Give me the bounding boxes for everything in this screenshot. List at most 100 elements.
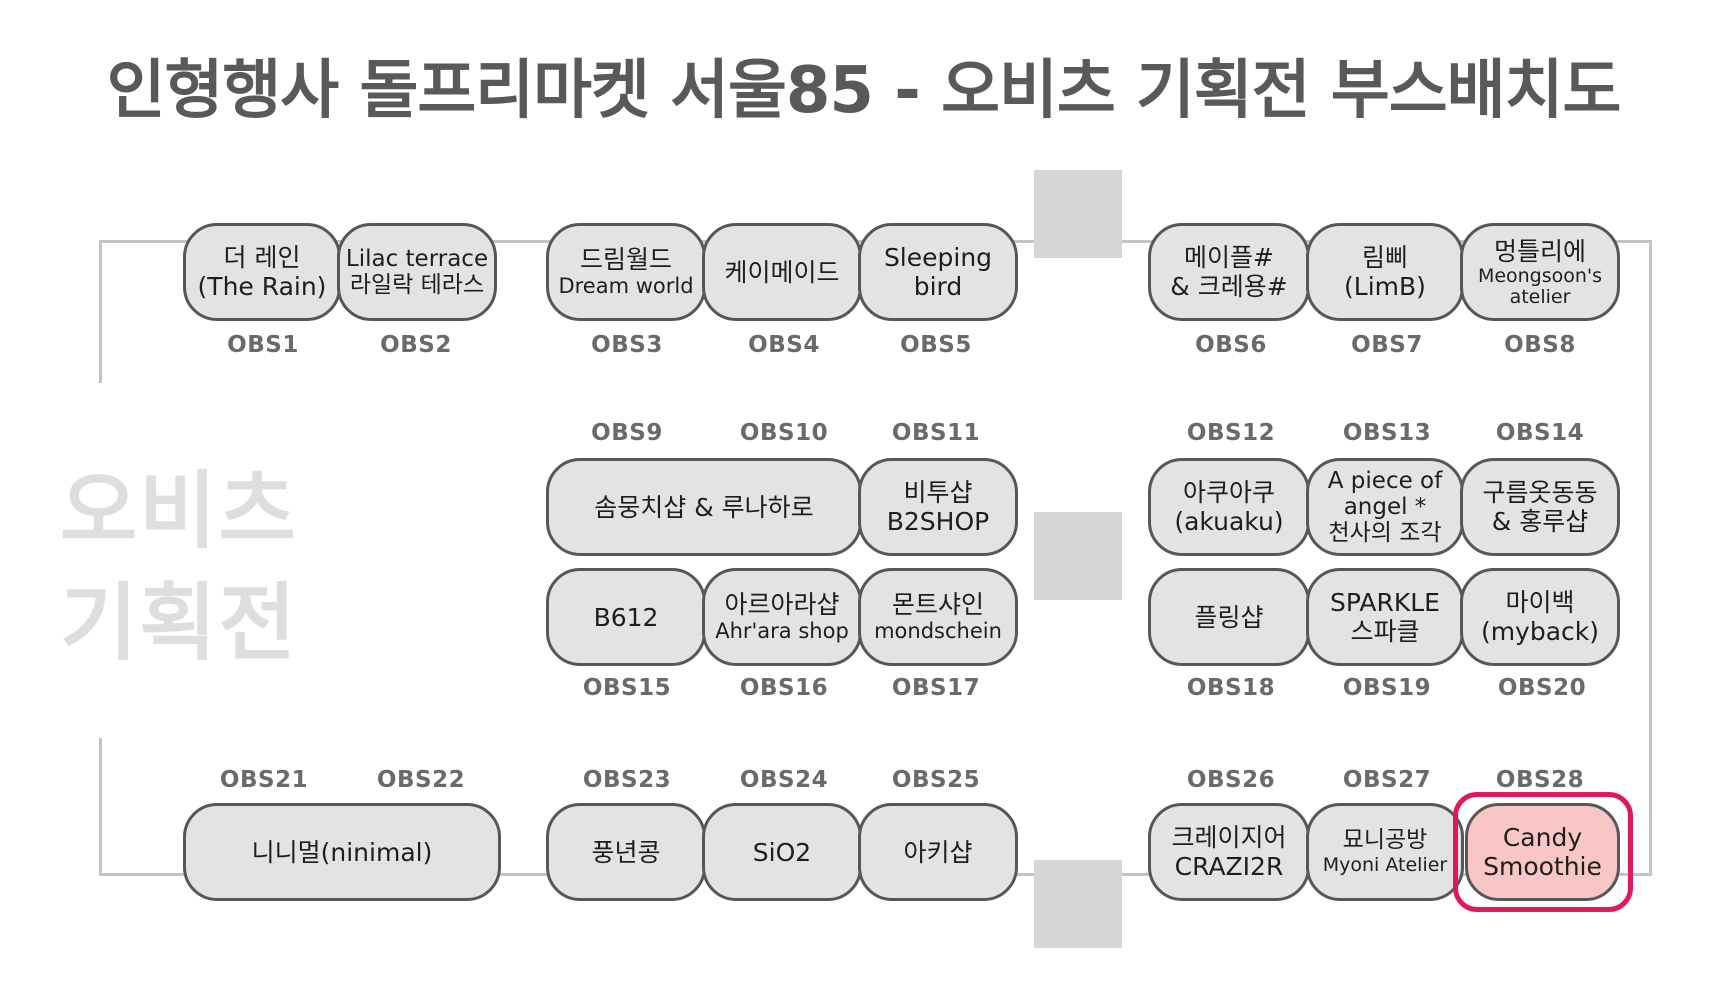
- booth-code-obs6: OBS6: [1195, 332, 1267, 358]
- booth-obs6[interactable]: 메이플# & 크레용#: [1148, 223, 1310, 321]
- booth-name-line1: 비투샵: [903, 478, 973, 507]
- booth-code-obs5: OBS5: [900, 332, 972, 358]
- booth-obs5[interactable]: Sleeping bird: [858, 223, 1018, 321]
- booth-name-line2: bird: [913, 272, 963, 301]
- booth-name-line1: 크레이지어: [1171, 823, 1287, 852]
- booth-code-obs10: OBS10: [739, 420, 829, 446]
- booth-code-obs18: OBS18: [1186, 675, 1276, 701]
- booth-code-obs12: OBS12: [1186, 420, 1276, 446]
- booth-name-line1: 아쿠아쿠: [1182, 478, 1275, 507]
- booth-code-obs14: OBS14: [1495, 420, 1585, 446]
- booth-code-obs3: OBS3: [591, 332, 663, 358]
- wall-right: [1649, 240, 1652, 876]
- booth-obs7[interactable]: 림삐 (LimB): [1306, 223, 1464, 321]
- booth-obs2[interactable]: Lilac terrace 라일락 테라스: [337, 223, 497, 321]
- booth-obs1[interactable]: 더 레인 (The Rain): [183, 223, 341, 321]
- booth-code-obs8: OBS8: [1504, 332, 1576, 358]
- booth-name-line2: (LimB): [1344, 272, 1426, 301]
- booth-name-line1: B612: [593, 602, 659, 632]
- wall-left-lower: [99, 738, 102, 874]
- booth-subname: mondschein: [874, 619, 1002, 643]
- booth-name-line1: 플링샵: [1194, 602, 1264, 632]
- page-title: 인형행사 돌프리마켓 서울85 - 오비츠 기획전 부스배치도: [106, 54, 1622, 128]
- booth-code-obs20: OBS20: [1497, 675, 1587, 701]
- booth-name-line1: SiO2: [752, 837, 812, 867]
- booth-name-line1: 솜뭉치샵 & 루나하로: [594, 492, 814, 522]
- hall-label-line2: 기획전: [60, 574, 298, 672]
- booth-name-line1: Lilac terrace: [345, 246, 489, 272]
- booth-obs26[interactable]: 크레이지어 CRAZI2R: [1148, 803, 1310, 901]
- booth-name-line2: 스파클: [1350, 617, 1420, 646]
- booth-name-line2: B2SHOP: [886, 507, 990, 536]
- booth-code-obs27: OBS27: [1342, 767, 1432, 793]
- booth-obs18[interactable]: 플링샵: [1148, 568, 1310, 666]
- booth-name-line1: 니니멀(ninimal): [251, 837, 433, 867]
- booth-name-line1: 마이백: [1505, 588, 1575, 617]
- booth-obs8[interactable]: 멍틀리에 Meongsoon's atelier: [1460, 223, 1620, 321]
- pillar-middle: [1034, 512, 1122, 600]
- hall-label-line1: 오비츠: [60, 462, 298, 560]
- booth-code-obs11: OBS11: [891, 420, 981, 446]
- pillar-top: [1034, 170, 1122, 258]
- booth-obs19[interactable]: SPARKLE 스파클: [1306, 568, 1464, 666]
- booth-code-obs28: OBS28: [1495, 767, 1585, 793]
- booth-obs23[interactable]: 풍년콩: [546, 803, 706, 901]
- booth-subname: Dream world: [558, 274, 694, 298]
- booth-subname: Ahr'ara shop: [715, 619, 849, 643]
- booth-obs14[interactable]: 구름옷동동 & 홍루샵: [1460, 458, 1620, 556]
- booth-code-obs4: OBS4: [748, 332, 820, 358]
- booth-obs11[interactable]: 비투샵 B2SHOP: [858, 458, 1018, 556]
- booth-name-line1: 더 레인: [223, 243, 301, 272]
- booth-obs4[interactable]: 케이메이드: [702, 223, 862, 321]
- booth-obs15[interactable]: B612: [546, 568, 706, 666]
- booth-code-obs17: OBS17: [891, 675, 981, 701]
- booth-obs17[interactable]: 몬트샤인 mondschein: [858, 568, 1018, 666]
- booth-name-line1: 드림월드: [579, 245, 672, 274]
- booth-code-obs7: OBS7: [1351, 332, 1423, 358]
- booth-name-line1: 멍틀리에: [1493, 236, 1586, 266]
- booth-subname: Myoni Atelier: [1322, 853, 1448, 876]
- booth-name-line2: (myback): [1480, 617, 1600, 646]
- booth-name-line2: (The Rain): [197, 272, 327, 301]
- booth-code-obs16: OBS16: [739, 675, 829, 701]
- booth-code-obs9: OBS9: [591, 420, 663, 446]
- booth-obs27[interactable]: 묘니공방 Myoni Atelier: [1306, 803, 1464, 901]
- booth-name-line2: angel *: [1343, 494, 1427, 520]
- booth-code-obs25: OBS25: [891, 767, 981, 793]
- booth-obs28[interactable]: Candy Smoothie: [1465, 803, 1620, 901]
- booth-obs12[interactable]: 아쿠아쿠 (akuaku): [1148, 458, 1310, 556]
- booth-obs3[interactable]: 드림월드 Dream world: [546, 223, 706, 321]
- wall-left-upper: [99, 240, 102, 383]
- hall-label: 오비츠 기획전: [60, 455, 320, 679]
- booth-obs13[interactable]: A piece of angel * 천사의 조각: [1306, 458, 1464, 556]
- booth-name-line1: 몬트샤인: [891, 590, 984, 619]
- booth-obs16[interactable]: 아르아라샵 Ahr'ara shop: [702, 568, 862, 666]
- booth-name-line1: A piece of: [1327, 468, 1443, 494]
- booth-obs20[interactable]: 마이백 (myback): [1460, 568, 1620, 666]
- booth-name-line1: Candy: [1502, 823, 1583, 852]
- booth-obs21-22[interactable]: 니니멀(ninimal): [183, 803, 501, 901]
- booth-name-line1: 묘니공방: [1342, 826, 1428, 853]
- booth-code-obs22: OBS22: [376, 767, 466, 793]
- booth-subname-line1: Meongsoon's: [1477, 264, 1603, 287]
- pillar-bottom: [1034, 860, 1122, 948]
- booth-name-line1: 림삐: [1361, 243, 1408, 272]
- booth-obs24[interactable]: SiO2: [702, 803, 862, 901]
- booth-name-line1: Sleeping: [883, 243, 993, 272]
- booth-name-line2: CRAZI2R: [1174, 852, 1284, 881]
- booth-name-line1: 아르아라샵: [724, 590, 840, 619]
- booth-name-line1: 풍년콩: [591, 837, 661, 867]
- booth-name-line1: 케이메이드: [724, 257, 840, 287]
- booth-name-line1: 구름옷동동: [1482, 478, 1598, 507]
- highlight-ring: [1453, 792, 1633, 912]
- booth-name-line2: (akuaku): [1174, 507, 1284, 536]
- booth-name-line2: & 홍루샵: [1491, 507, 1589, 536]
- booth-code-obs2: OBS2: [380, 332, 452, 358]
- booth-obs9-10[interactable]: 솜뭉치샵 & 루나하로: [546, 458, 862, 556]
- booth-name-line2: & 크레용#: [1170, 272, 1288, 301]
- booth-obs25[interactable]: 아키샵: [858, 803, 1018, 901]
- booth-code-obs21: OBS21: [219, 767, 309, 793]
- booth-code-obs13: OBS13: [1342, 420, 1432, 446]
- booth-name-line3: 천사의 조각: [1328, 520, 1442, 546]
- booth-name-line2: Smoothie: [1483, 852, 1602, 881]
